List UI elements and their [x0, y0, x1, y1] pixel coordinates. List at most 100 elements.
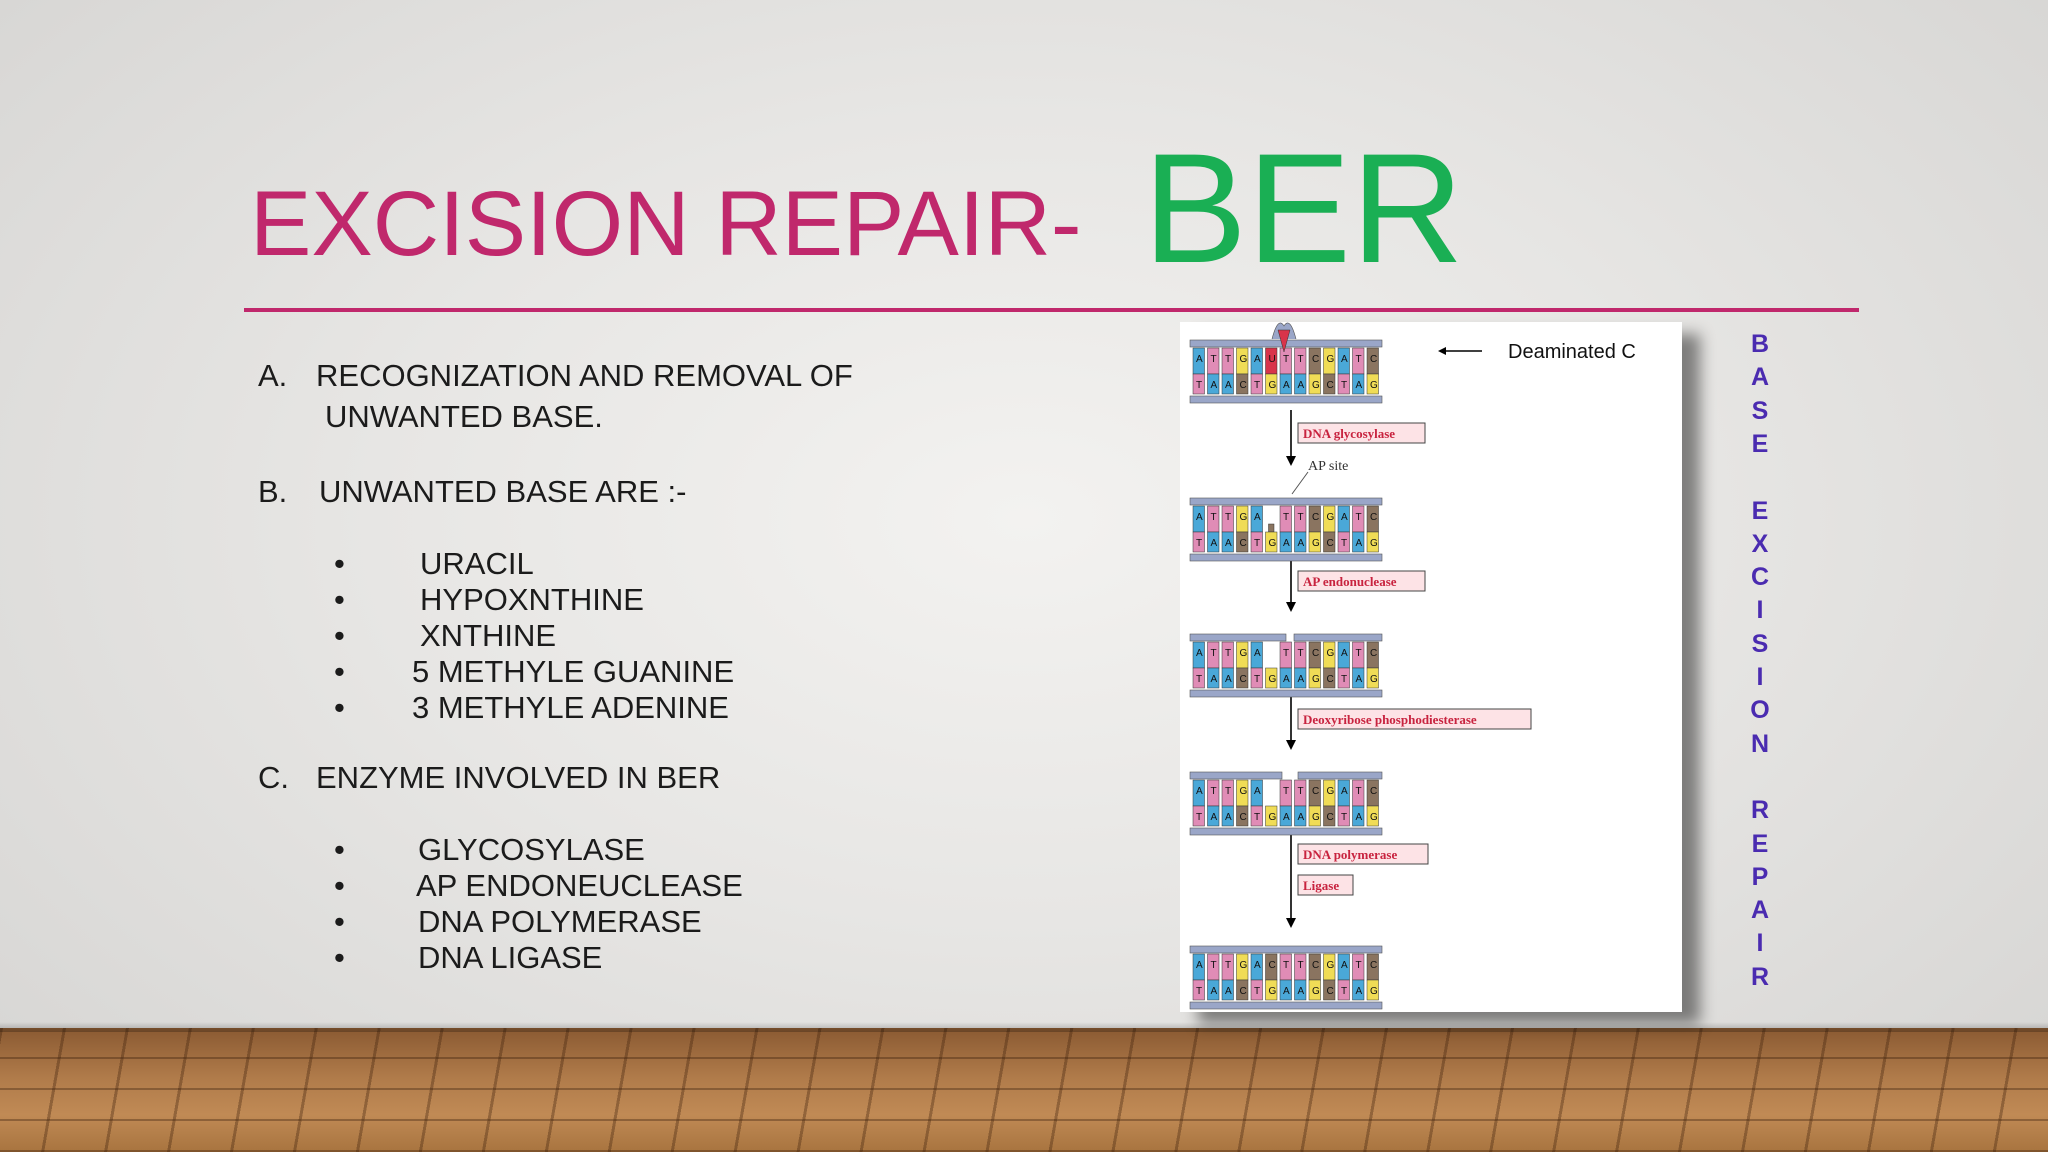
svg-text:T: T	[1283, 786, 1289, 797]
vertical-letter: N	[1750, 729, 1770, 758]
vertical-letter: R	[1750, 796, 1770, 825]
svg-text:G: G	[1312, 538, 1320, 549]
svg-text:C: C	[1240, 538, 1247, 549]
svg-text:A: A	[1298, 538, 1305, 549]
svg-text:A: A	[1298, 674, 1305, 685]
svg-text:A: A	[1211, 538, 1218, 549]
vertical-letter: I	[1756, 596, 1764, 625]
svg-text:C: C	[1327, 380, 1334, 391]
ber-pathway-figure: Deaminated C AP site DNA glycosylase AP …	[1180, 322, 1682, 1012]
list-item: 5 METHYLE GUANINE	[412, 654, 735, 689]
svg-text:C: C	[1240, 812, 1247, 823]
svg-text:T: T	[1196, 538, 1202, 549]
svg-text:T: T	[1283, 648, 1289, 659]
title-main: EXCISION REPAIR-	[250, 173, 1082, 275]
svg-text:T: T	[1196, 812, 1202, 823]
svg-text:C: C	[1312, 960, 1319, 971]
svg-text:T: T	[1254, 812, 1260, 823]
svg-text:G: G	[1370, 538, 1378, 549]
svg-text:T: T	[1225, 354, 1231, 365]
svg-text:G: G	[1327, 354, 1335, 365]
figure-label-ap-site: AP site	[1308, 459, 1348, 474]
svg-text:G: G	[1327, 648, 1335, 659]
list-item: DNA LIGASE	[418, 940, 603, 975]
svg-text:A: A	[1196, 786, 1203, 797]
bullet-dot: •	[334, 940, 345, 975]
step-arrowheads	[1286, 456, 1296, 928]
vertical-letter: S	[1751, 629, 1769, 658]
enzyme-box	[1297, 422, 1426, 444]
vertical-letter: E	[1751, 429, 1769, 458]
svg-text:T: T	[1298, 648, 1304, 659]
svg-text:T: T	[1341, 812, 1347, 823]
svg-text:A: A	[1283, 986, 1290, 997]
svg-text:T: T	[1283, 960, 1289, 971]
svg-text:T: T	[1196, 380, 1202, 391]
svg-text:T: T	[1225, 648, 1231, 659]
list-item: XNTHINE	[420, 618, 557, 653]
svg-text:A: A	[1211, 812, 1218, 823]
enzyme-box	[1297, 843, 1429, 865]
svg-text:C: C	[1327, 674, 1334, 685]
svg-text:A: A	[1254, 354, 1261, 365]
ber-pathway-diagram: Deaminated C AP site DNA glycosylase AP …	[1189, 322, 1636, 1010]
svg-text:A: A	[1298, 812, 1305, 823]
vertical-letter: R	[1750, 962, 1770, 991]
svg-text:C: C	[1312, 354, 1319, 365]
svg-text:C: C	[1312, 786, 1319, 797]
svg-text:T: T	[1225, 512, 1231, 523]
svg-text:A: A	[1225, 380, 1232, 391]
svg-text:T: T	[1254, 674, 1260, 685]
svg-text:T: T	[1211, 786, 1217, 797]
vertical-letter: B	[1750, 330, 1770, 358]
svg-text:A: A	[1196, 960, 1203, 971]
bullet-dot: •	[334, 618, 345, 653]
svg-text:G: G	[1269, 380, 1277, 391]
bullet-dot: •	[334, 654, 345, 689]
vertical-letter: A	[1750, 896, 1770, 925]
svg-text:A: A	[1283, 812, 1290, 823]
arrowhead-icon	[1438, 347, 1446, 355]
svg-text:A: A	[1298, 986, 1305, 997]
svg-text:T: T	[1254, 538, 1260, 549]
svg-text:G: G	[1327, 960, 1335, 971]
svg-text:C: C	[1312, 648, 1319, 659]
svg-text:T: T	[1356, 648, 1362, 659]
svg-text:G: G	[1269, 674, 1277, 685]
svg-text:C: C	[1370, 960, 1377, 971]
svg-text:T: T	[1211, 354, 1217, 365]
svg-text:A: A	[1225, 674, 1232, 685]
section-c-heading: ENZYME INVOLVED IN BER	[316, 760, 721, 795]
svg-text:C: C	[1370, 786, 1377, 797]
svg-text:A: A	[1196, 354, 1203, 365]
bullet-dot: •	[334, 546, 345, 581]
vertical-letter: S	[1751, 396, 1769, 425]
svg-text:T: T	[1298, 512, 1304, 523]
svg-text:A: A	[1196, 648, 1203, 659]
enzyme-dna-glycosylase: DNA glycosylase	[1303, 426, 1395, 441]
svg-text:A: A	[1283, 674, 1290, 685]
vertical-letter: E	[1751, 496, 1769, 525]
svg-text:A: A	[1298, 380, 1305, 391]
vertical-letter: X	[1751, 529, 1769, 558]
svg-text:A: A	[1341, 512, 1348, 523]
svg-text:C: C	[1312, 512, 1319, 523]
svg-text:A: A	[1225, 812, 1232, 823]
vertical-letter: P	[1751, 862, 1769, 891]
svg-text:A: A	[1283, 538, 1290, 549]
svg-text:A: A	[1211, 380, 1218, 391]
floor-shadow	[0, 1022, 2048, 1032]
svg-text:G: G	[1240, 786, 1248, 797]
svg-text:A: A	[1356, 986, 1363, 997]
section-a-marker: A.	[258, 358, 288, 393]
section-b-heading: UNWANTED BASE ARE :-	[319, 474, 687, 509]
svg-text:C: C	[1327, 986, 1334, 997]
svg-text:C: C	[1240, 674, 1247, 685]
svg-text:T: T	[1283, 354, 1289, 365]
svg-text:A: A	[1211, 986, 1218, 997]
section-c-marker: C.	[258, 760, 289, 795]
figure-label-deaminated: Deaminated C	[1508, 341, 1636, 363]
